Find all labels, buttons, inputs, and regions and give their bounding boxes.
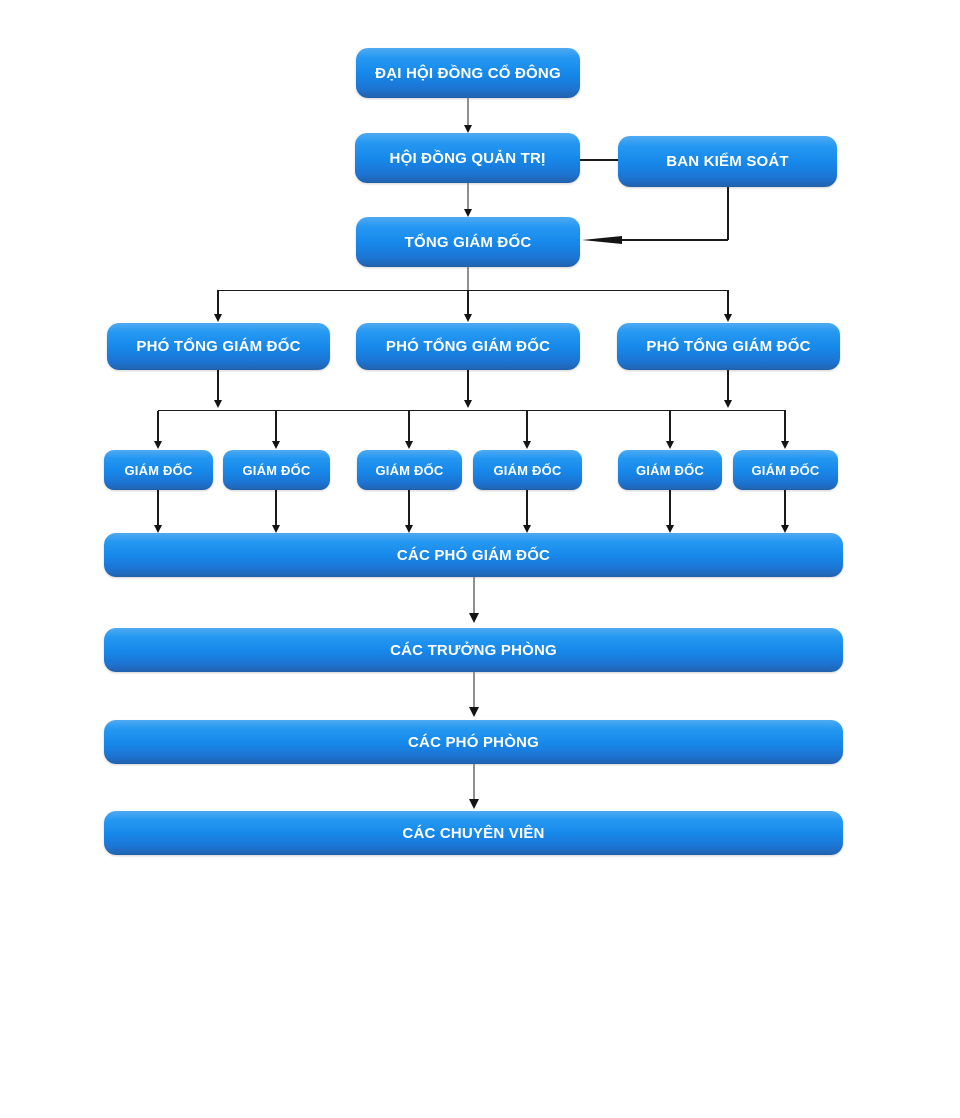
arrowhead-down [781, 525, 789, 533]
node-director-2-label: GIÁM ĐỐC [242, 462, 311, 478]
node-deputy-directors-bar: CÁC PHÓ GIÁM ĐỐC [104, 533, 843, 577]
node-specialists-bar: CÁC CHUYÊN VIÊN [104, 811, 843, 855]
connector-drop [275, 411, 277, 441]
node-supervisory-board-label: BAN KIỂM SOÁT [666, 153, 789, 170]
arrowhead-down [405, 525, 413, 533]
node-deputy-directors-bar-label: CÁC PHÓ GIÁM ĐỐC [396, 546, 551, 564]
connector-bar1-to-bar2 [473, 577, 475, 613]
arrowhead-down [154, 441, 162, 449]
node-department-heads-bar-label: CÁC TRƯỞNG PHÒNG [390, 641, 557, 659]
node-shareholders-meeting-label: ĐẠI HỘI ĐỒNG CỔ ĐÔNG [375, 64, 561, 82]
arrowhead-down [464, 209, 472, 217]
connector-level4-rail [218, 289, 728, 291]
arrowhead-down [523, 525, 531, 533]
node-director-1: GIÁM ĐỐC [104, 450, 213, 490]
arrowhead-down [464, 314, 472, 322]
connector-board-to-supervisory [580, 159, 618, 161]
connector-bar3-to-bar4 [473, 764, 475, 799]
connector-drop [727, 290, 729, 315]
node-deputy-general-director-1: PHÓ TỔNG GIÁM ĐỐC [107, 323, 330, 370]
node-director-3-label: GIÁM ĐỐC [375, 462, 444, 478]
connector-drop [784, 490, 786, 525]
arrowhead-down [469, 799, 479, 809]
node-board-of-directors-label: HỘI ĐỒNG QUẢN TRỊ [389, 149, 546, 167]
arrowhead-down [469, 707, 479, 717]
arrowhead-down [272, 525, 280, 533]
connector-drop [784, 411, 786, 441]
connector-drop [408, 490, 410, 525]
connector-level5-rail [158, 409, 786, 411]
arrowhead-down [272, 441, 280, 449]
node-deputy-general-director-3: PHÓ TỔNG GIÁM ĐỐC [617, 323, 840, 370]
connector-supervisory-elbow-horizontal [612, 239, 728, 241]
connector-board-to-ceo [467, 183, 469, 210]
connector-drop [157, 411, 159, 441]
node-director-6-label: GIÁM ĐỐC [751, 462, 820, 478]
arrowhead-down [724, 400, 732, 408]
connector-shareholders-to-board [467, 98, 469, 126]
arrowhead-down [469, 613, 479, 623]
node-general-director: TỔNG GIÁM ĐỐC [356, 217, 580, 267]
arrowhead-down [781, 441, 789, 449]
connector-drop [408, 411, 410, 441]
arrowhead-down [214, 400, 222, 408]
connector-stub [727, 370, 729, 401]
node-director-6: GIÁM ĐỐC [733, 450, 838, 490]
arrowhead-down [666, 441, 674, 449]
arrowhead-down [464, 400, 472, 408]
connector-drop [467, 290, 469, 315]
connector-stub [467, 370, 469, 401]
node-department-heads-bar: CÁC TRƯỞNG PHÒNG [104, 628, 843, 672]
node-director-1-label: GIÁM ĐỐC [124, 462, 193, 478]
arrowhead-down [724, 314, 732, 322]
node-director-2: GIÁM ĐỐC [223, 450, 330, 490]
connector-drop [669, 490, 671, 525]
node-director-5: GIÁM ĐỐC [618, 450, 722, 490]
arrowhead-left [582, 236, 622, 244]
node-deputy-general-director-2-label: PHÓ TỔNG GIÁM ĐỐC [385, 338, 551, 355]
arrowhead-down [214, 314, 222, 322]
node-director-5-label: GIÁM ĐỐC [635, 462, 705, 478]
node-general-director-label: TỔNG GIÁM ĐỐC [404, 233, 532, 251]
connector-drop [526, 411, 528, 441]
connector-drop [217, 290, 219, 315]
node-director-3: GIÁM ĐỐC [357, 450, 462, 490]
arrowhead-down [405, 441, 413, 449]
node-specialists-bar-label: CÁC CHUYÊN VIÊN [402, 824, 545, 842]
arrowhead-down [154, 525, 162, 533]
connector-ceo-stub [467, 267, 469, 290]
node-deputy-department-heads-bar-label: CÁC PHÓ PHÒNG [408, 733, 539, 751]
node-deputy-general-director-2: PHÓ TỔNG GIÁM ĐỐC [356, 323, 580, 370]
node-deputy-general-director-3-label: PHÓ TỔNG GIÁM ĐỐC [646, 338, 811, 355]
connector-drop [669, 411, 671, 441]
node-director-4: GIÁM ĐỐC [473, 450, 582, 490]
node-deputy-department-heads-bar: CÁC PHÓ PHÒNG [104, 720, 843, 764]
node-board-of-directors: HỘI ĐỒNG QUẢN TRỊ [355, 133, 580, 183]
arrowhead-down [464, 125, 472, 133]
connector-bar2-to-bar3 [473, 672, 475, 707]
node-deputy-general-director-1-label: PHÓ TỔNG GIÁM ĐỐC [136, 338, 301, 355]
arrowhead-down [666, 525, 674, 533]
node-supervisory-board: BAN KIỂM SOÁT [618, 136, 837, 187]
connector-stub [217, 370, 219, 401]
arrowhead-down [523, 441, 531, 449]
connector-drop [157, 490, 159, 525]
connector-drop [275, 490, 277, 525]
connector-supervisory-elbow-vertical [727, 187, 729, 240]
connector-drop [526, 490, 528, 525]
node-shareholders-meeting: ĐẠI HỘI ĐỒNG CỔ ĐÔNG [356, 48, 580, 98]
node-director-4-label: GIÁM ĐỐC [493, 462, 562, 478]
